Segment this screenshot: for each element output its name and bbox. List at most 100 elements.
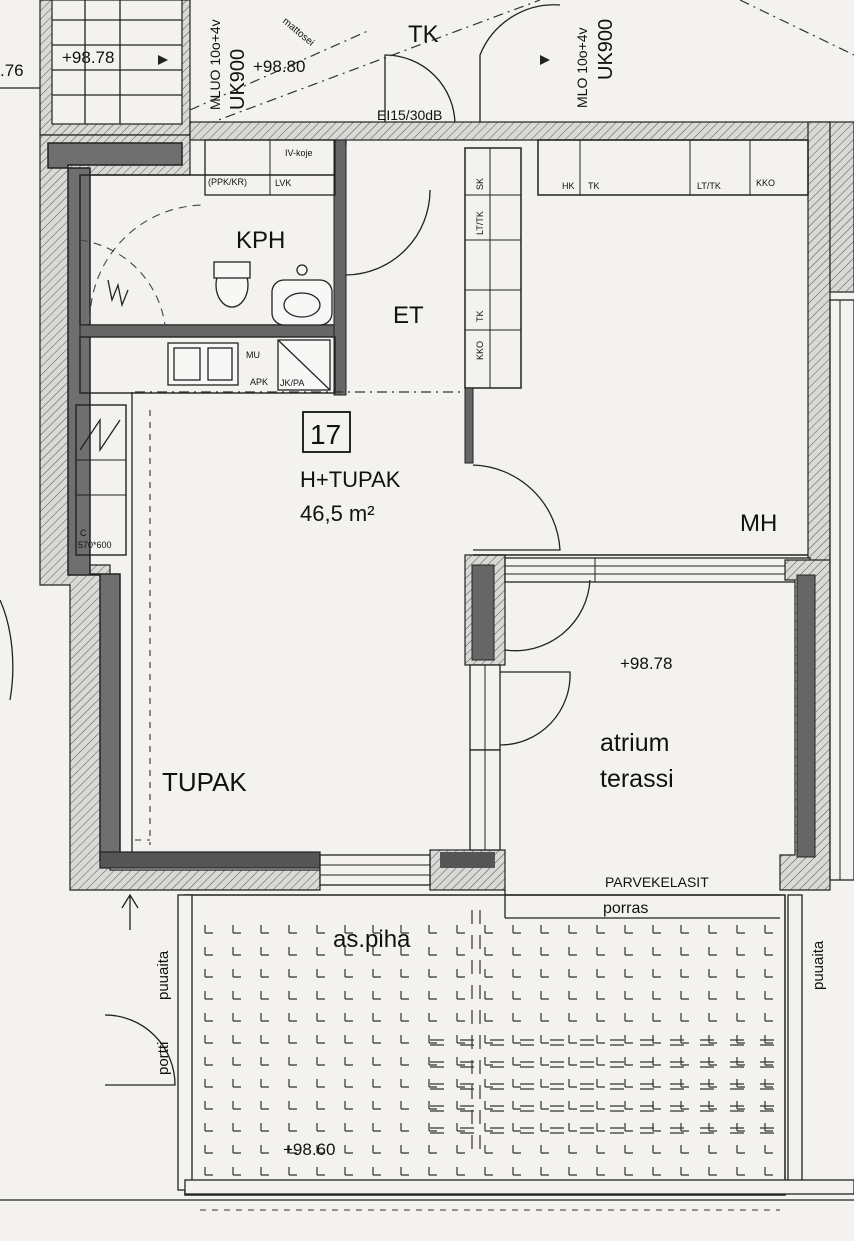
paving-tile-mark [288, 1057, 297, 1066]
paving-tile-mark [540, 1101, 549, 1110]
mluo-right-1: MLO 10o+4v [574, 27, 590, 108]
paving-tile-mark [764, 1057, 773, 1066]
paving-tile-mark [736, 1057, 745, 1066]
paving-tile-mark [288, 1079, 297, 1088]
paving-tile-mark [540, 1013, 549, 1022]
paving-tile-mark [624, 1101, 633, 1110]
paving-tile-mark [316, 947, 325, 956]
paving-tile-mark [568, 1013, 577, 1022]
paving-tile-mark [400, 1101, 409, 1110]
paving-tile-mark [400, 1013, 409, 1022]
paving-tile-mark [760, 1105, 774, 1112]
paving-tile-mark [596, 1167, 605, 1176]
paving-tile-mark [680, 925, 689, 934]
room-label-as-piha: as.piha [333, 926, 411, 953]
paving-tile-mark [316, 1013, 325, 1022]
portti-note: portti [155, 1042, 172, 1075]
paving-tile-mark [764, 947, 773, 956]
paving-tile-mark [568, 969, 577, 978]
paving-tile-mark [540, 1035, 549, 1044]
paving-tile-mark [736, 925, 745, 934]
paving-tile-mark [260, 1145, 269, 1154]
paving-tile-mark [670, 1105, 684, 1112]
paving-tile-mark [484, 969, 493, 978]
paving-tile-mark [708, 925, 717, 934]
paving-tile-mark [764, 925, 773, 934]
paving-tile-mark [520, 1039, 534, 1046]
paving-tile-mark [484, 1123, 493, 1132]
paving-tile-mark [624, 1123, 633, 1132]
paving-tile-mark [372, 1123, 381, 1132]
paving-tile-mark [764, 1167, 773, 1176]
paving-tile-mark [680, 1123, 689, 1132]
paving-tile-mark [484, 947, 493, 956]
fixture-kko-left: KKO [475, 341, 485, 360]
paving-tile-mark [316, 1123, 325, 1132]
paving-tile-mark [764, 1145, 773, 1154]
apartment-area: 46,5 m² [300, 501, 375, 526]
paving-tile-mark [288, 991, 297, 1000]
paving-tile-mark [680, 1167, 689, 1176]
paving-tile-mark [456, 925, 465, 934]
paving-tile-mark [700, 1105, 714, 1112]
paving-tile-mark [372, 1013, 381, 1022]
paving-tile-mark [610, 1105, 624, 1112]
paving-tile-mark [730, 1105, 744, 1112]
paving-tile-mark [708, 1145, 717, 1154]
paving-tile-mark [288, 925, 297, 934]
arrow-right-icon [540, 55, 550, 65]
paving-tile-mark [471, 910, 481, 924]
paving-tile-mark [596, 1035, 605, 1044]
paving-tile-mark [610, 1083, 624, 1090]
paving-tile-mark [596, 1101, 605, 1110]
doors [0, 140, 591, 1086]
paving-tile-mark [430, 1039, 444, 1046]
paving-tile-mark [400, 991, 409, 1000]
paving-tile-mark [512, 1035, 521, 1044]
paving-tile-mark [700, 1039, 714, 1046]
paving-tile-mark [288, 947, 297, 956]
apartment-type: H+TUPAK [300, 467, 401, 492]
paving-tile-mark [652, 1057, 661, 1066]
paving-tile-mark [344, 1079, 353, 1088]
paving-tile-mark [624, 947, 633, 956]
fixture-lt-tk-left: LT/TK [475, 211, 485, 235]
paving-tile-mark [204, 1101, 213, 1110]
paving-tile-mark [490, 1127, 504, 1134]
paving-tile-mark [204, 1013, 213, 1022]
paving-tile-mark [708, 1123, 717, 1132]
paving-tile-mark [550, 1061, 564, 1068]
paving-tile-mark [708, 1101, 717, 1110]
paving-tile-mark [316, 1079, 325, 1088]
atrium-door-upper [504, 579, 591, 652]
paving-tile-mark [640, 1061, 654, 1068]
paving-tile-mark [372, 925, 381, 934]
paving-tile-mark [372, 991, 381, 1000]
paving-tile-mark [484, 925, 493, 934]
paving-tile-mark [471, 1035, 481, 1049]
room-label-terassi: terassi [600, 765, 674, 793]
room-label-tk: TK [408, 21, 439, 48]
paving-tile-mark [400, 947, 409, 956]
paving-tile-mark [568, 1145, 577, 1154]
paving-tile-mark [680, 969, 689, 978]
interior-partitions [75, 139, 809, 852]
paving-tile-mark [372, 1167, 381, 1176]
paving-tile-mark [652, 969, 661, 978]
paving-tile-mark [232, 1123, 241, 1132]
paving-tile-mark [764, 1013, 773, 1022]
paving-tile-mark [736, 1167, 745, 1176]
paving-tile-mark [400, 1123, 409, 1132]
paving-tile-mark [568, 1167, 577, 1176]
paving-tile-mark [760, 1061, 774, 1068]
paving-tile-mark [400, 1079, 409, 1088]
paving-tile-mark [520, 1061, 534, 1068]
parvekelasit-note: PARVEKELASIT [605, 874, 709, 890]
paving-tile-mark [540, 1123, 549, 1132]
paving-tile-mark [428, 1013, 437, 1022]
left-edge-arc [0, 599, 14, 701]
paving-tile-mark [456, 1145, 465, 1154]
paving-tile-mark [344, 947, 353, 956]
paving-tile-mark [596, 1013, 605, 1022]
